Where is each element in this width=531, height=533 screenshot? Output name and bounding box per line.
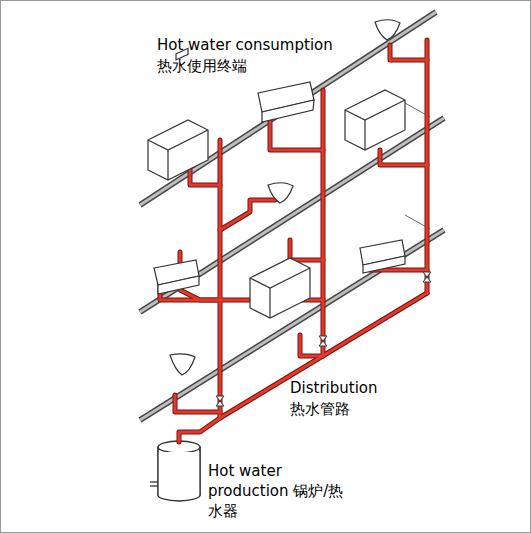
water-heater	[150, 441, 200, 501]
section-label: Hot water consumption	[157, 35, 417, 55]
label-group: Hot water production 锅炉/热水器	[208, 461, 348, 521]
kitchen-units	[148, 48, 405, 318]
bathtubs	[154, 82, 405, 294]
section-label: 热水管路	[290, 399, 490, 419]
floor-slabs	[140, 12, 444, 420]
section-label: 热水使用终端	[157, 56, 417, 76]
section-label: Distribution	[290, 378, 490, 398]
section-label: Hot water production	[208, 462, 289, 500]
